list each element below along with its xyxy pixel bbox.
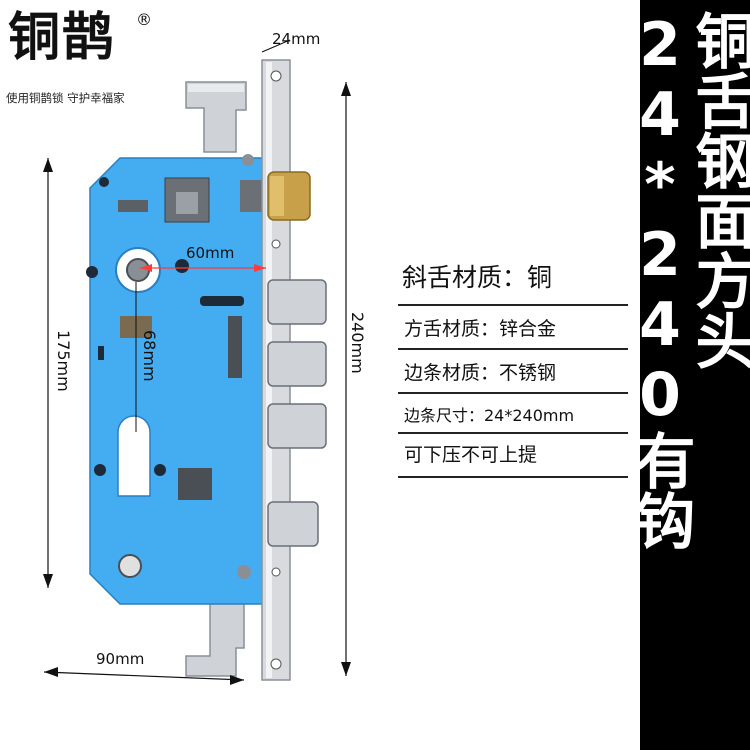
spec-divider	[398, 392, 628, 394]
spec-title: 斜舌材质：铜	[402, 263, 553, 292]
dim-24mm: 24mm	[272, 30, 321, 48]
spec-row: 边条材质：不锈钢	[404, 362, 557, 384]
square-bolt	[267, 279, 327, 325]
headline-text: 铜舌钢面方头24*240有钩	[625, 10, 750, 550]
headline-panel: 铜舌钢面方头24*240有钩	[625, 0, 750, 750]
registered-mark: ®	[136, 10, 152, 29]
bottom-hook	[185, 595, 245, 677]
dim-90mm: 90mm	[96, 650, 145, 668]
top-hook	[185, 81, 247, 153]
brand-logo: 铜鹊	[8, 7, 117, 68]
spec-row: 边条尺寸：24*240mm	[404, 406, 575, 425]
spec-divider	[398, 432, 628, 434]
dim-60mm: 60mm	[186, 244, 235, 262]
lock-illustration	[43, 39, 351, 685]
dim-240mm: 240mm	[348, 312, 367, 374]
dim-175mm: 175mm	[54, 330, 73, 392]
spec-divider	[398, 348, 628, 350]
dim-68mm: 68mm	[140, 330, 159, 382]
brand-slogan: 使用铜鹊锁 守护幸福家	[6, 91, 125, 105]
spec-row: 可下压不可上提	[404, 444, 538, 466]
square-bolt	[267, 341, 327, 387]
spec-divider	[398, 304, 628, 306]
spec-row: 方舌材质：锌合金	[404, 318, 557, 340]
spec-divider	[398, 476, 628, 478]
cylinder-hole	[117, 415, 151, 497]
lock-body	[89, 157, 269, 605]
square-bolt	[267, 403, 327, 449]
square-bolt	[267, 501, 319, 547]
